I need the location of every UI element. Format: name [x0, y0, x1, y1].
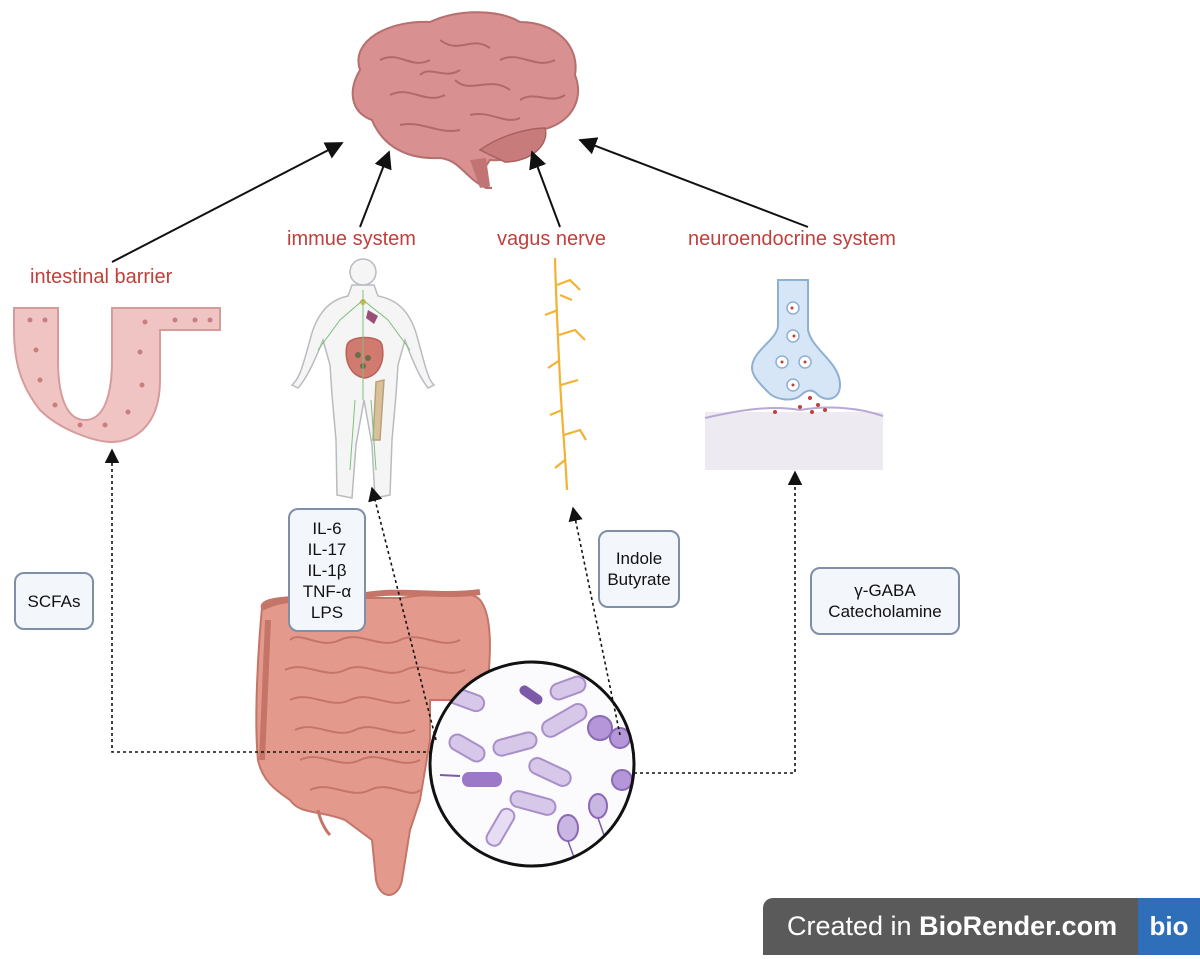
scfas-label: SCFAs: [27, 591, 81, 611]
solid-arrows: [111, 137, 809, 263]
vagus-nerve-icon: [544, 257, 587, 491]
biorender-logo-icon: bio: [1138, 898, 1200, 955]
badge-brand: BioRender.com: [919, 911, 1118, 941]
cytokine-label: IL-17: [307, 539, 347, 559]
human-body-icon: [290, 258, 436, 499]
scfas-box: SCFAs: [14, 572, 94, 630]
cytokine-label: IL-6: [312, 518, 342, 538]
microbiota-icon: [428, 660, 636, 868]
synapse-icon: [704, 279, 884, 470]
metabolite-label: Butyrate: [607, 570, 671, 589]
neurotransmitter-label: Catecholamine: [828, 602, 942, 621]
neurotransmitter-label: γ-GABA: [854, 581, 916, 600]
badge-prefix: Created in: [787, 911, 920, 941]
cytokine-label: IL-1β: [307, 560, 347, 580]
label-intestinal-barrier: intestinal barrier: [30, 266, 173, 288]
badge-text: Created in BioRender.com: [763, 911, 1138, 942]
cytokine-label: LPS: [310, 602, 344, 622]
label-vagus-nerve: vagus nerve: [497, 228, 606, 250]
cytokine-label: TNF-α: [302, 581, 352, 601]
gaba-catecholamine-box: γ-GABA Catecholamine: [810, 567, 960, 635]
intestinal-villus-icon: [13, 307, 221, 444]
biorender-badge: Created in BioRender.com bio: [763, 898, 1200, 955]
metabolite-label: Indole: [615, 549, 663, 568]
cytokines-box: IL-6 IL-17 IL-1β TNF-α LPS: [288, 508, 366, 632]
dotted-arrows: [104, 448, 803, 774]
indole-butyrate-box: Indole Butyrate: [598, 530, 680, 608]
label-neuroendocrine-system: neuroendocrine system: [688, 228, 896, 250]
brain-icon: [351, 11, 580, 189]
label-immune-system: immue system: [287, 228, 416, 250]
